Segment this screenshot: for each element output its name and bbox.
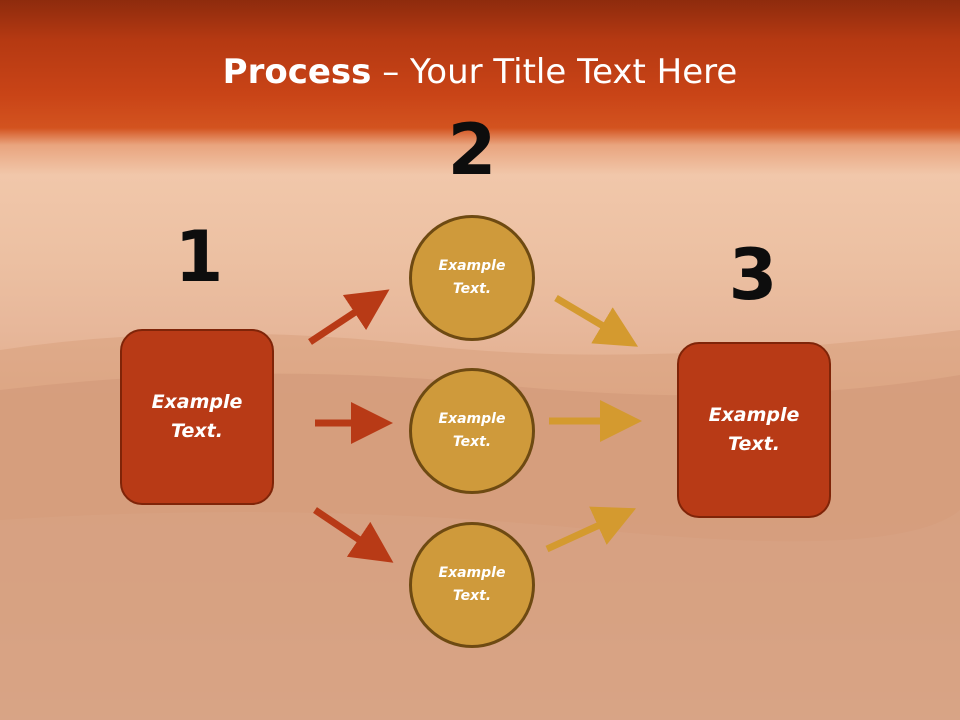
arrow-top-to-3: [554, 294, 639, 347]
step-2-circle-middle: Example Text.: [409, 368, 535, 494]
title-bold: Process: [222, 52, 372, 92]
step-2-circle-top: Example Text.: [409, 215, 535, 341]
title-separator: –: [371, 52, 411, 92]
arrow-1-to-top: [308, 289, 390, 345]
slide-title: Process – Your Title Text Here: [0, 52, 960, 92]
arrow-bottom-to-3: [545, 506, 637, 553]
arrow-1-to-bottom: [313, 507, 394, 563]
title-rest: Your Title Text Here: [410, 52, 738, 92]
step-number-1: 1: [174, 216, 224, 298]
step-number-3: 3: [728, 234, 778, 316]
step-number-2: 2: [447, 109, 497, 191]
step-2-circle-bottom: Example Text.: [409, 522, 535, 648]
step-1-box: Example Text.: [120, 329, 274, 505]
step-3-box: Example Text.: [677, 342, 831, 518]
